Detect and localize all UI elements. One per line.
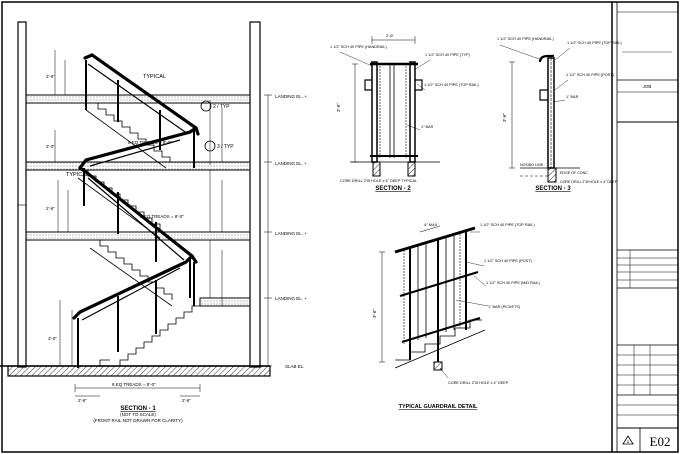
s3-callout-bar: 1" BAR <box>566 95 579 99</box>
stair-run-1 <box>85 102 171 169</box>
gr-base-note: CORE DRILL 2"Ø HOLE x 4" DEEP <box>448 381 509 385</box>
s2-callout-pipe: 1 1/2" SCH 40 PIPE (TYP) <box>425 53 471 57</box>
landing-label-2: LANDING EL. + <box>275 161 307 166</box>
detail-tag-3-label: 3 / TYP <box>217 144 234 150</box>
s2-dim-width: 2'-6" <box>386 33 395 38</box>
s3-dim-height: 3'-6" <box>502 113 507 122</box>
dims-bottom <box>74 384 201 397</box>
landing-4 <box>199 297 251 307</box>
guardrail-title: TYPICAL GUARDRAIL DETAIL <box>399 404 478 410</box>
title-block-text: JOB A E02 <box>627 84 671 449</box>
s3-callout-handrail: 1 1/2" SCH 40 PIPE (HANDRAIL) <box>497 37 554 41</box>
revision-triangle-icon <box>622 435 634 445</box>
s2-callout-bar: 1" BAR <box>421 125 434 129</box>
stair-run-4 <box>99 305 200 366</box>
gr-dim-height: 3'-6" <box>372 309 377 318</box>
slab-label: SLAB EL. <box>285 364 305 369</box>
gr-dim-max: 4" MAX <box>424 222 438 227</box>
landing-label-1: LANDING EL. + <box>275 94 307 99</box>
landing-label-4: LANDING EL. + <box>275 296 307 301</box>
section1-title: SECTION - 1 <box>120 406 156 412</box>
detail-tag-3 <box>204 140 216 152</box>
detail-tag-2 <box>200 100 212 112</box>
section1-scale: (NOT TO SCALE) <box>120 412 156 417</box>
gr-callout-pickets: 1" BAR (PICKETS) <box>488 305 521 309</box>
section1-text: TYPICAL TYPICAL 2 / TYP 3 / TYP 8 EQ TRE… <box>46 74 307 423</box>
guardrail-text: 1 1/2" SCH 40 PIPE (TOP RAIL) 1 1/2" SCH… <box>372 222 541 410</box>
handrail-zigzag <box>72 53 200 320</box>
landing-label-3: LANDING EL. + <box>275 231 307 236</box>
dims-right <box>209 94 272 367</box>
gr-callout-midrail: 1 1/2" SCH 40 PIPE (MID RAIL) <box>486 281 541 285</box>
run-dim-2: 8 EQ TREADS = 8'-0" <box>140 214 184 219</box>
stair-run-3 <box>89 239 173 307</box>
left-wall <box>17 21 27 368</box>
right-column <box>249 21 261 368</box>
section1-note: (FRONT RAIL NOT DRAWN FOR CLARITY) <box>93 418 183 423</box>
job-label: JOB <box>643 84 652 89</box>
s3-callout-toprail: 1 1/2" SCH 40 PIPE (TOP RAIL) <box>567 41 622 45</box>
gr-callout-toprail: 1 1/2" SCH 40 PIPE (TOP RAIL) <box>480 223 535 227</box>
title-block <box>611 2 678 452</box>
section3-title: SECTION - 3 <box>535 186 571 192</box>
landing-3 <box>25 231 251 241</box>
section3-text: 1 1/2" SCH 40 PIPE (HANDRAIL) 1 1/2" SCH… <box>497 37 622 192</box>
s2-base-note: CORE DRILL 2"Ø HOLE x 4" DEEP TYPICAL <box>340 179 417 183</box>
section-2-drawing <box>339 36 440 177</box>
dim-bottom-1: 2'-6" <box>78 398 87 403</box>
section2-text: 1 1/2" SCH 40 PIPE (HANDRAIL) 1 1/2" SCH… <box>330 33 479 192</box>
typ-tag-upper: TYPICAL <box>143 74 166 80</box>
detail-tag-2-label: 2 / TYP <box>213 104 230 110</box>
s3-note-edge: EDGE OF CONC. <box>560 171 589 175</box>
section-3-drawing <box>499 44 580 183</box>
dims-left <box>54 50 73 366</box>
dim-bottom-2: 2'-6" <box>182 398 191 403</box>
dim-left-3: 2'-6" <box>46 206 55 211</box>
dim-left-1: 2'-6" <box>46 74 55 79</box>
s2-callout-toprail: 1 1/2" SCH 40 PIPE (TOP RAIL) <box>424 83 479 87</box>
handrail-inner <box>81 63 189 321</box>
s3-note-core: CORE DRILL 2"Ø HOLE x 4" DEEP <box>560 180 618 184</box>
stair-section-1 <box>0 21 272 397</box>
guardrail-detail-drawing <box>379 225 489 379</box>
floor-slab <box>7 365 271 377</box>
section2-title: SECTION - 2 <box>375 186 411 192</box>
s3-note-nosing: NOSING LINE <box>520 163 544 167</box>
revision-mark: A <box>627 440 630 444</box>
s2-dim-height: 3'-6" <box>336 103 341 112</box>
dim-left-4: 3'-0" <box>48 336 57 341</box>
s2-callout-handrail: 1 1/2" SCH 40 PIPE (HANDRAIL) <box>330 45 387 49</box>
posts <box>77 60 195 368</box>
gr-callout-post: 1 1/2" SCH 40 PIPE (POST) <box>484 259 533 263</box>
run-dim-1: 8 EQ TREADS = 8'-0" <box>128 140 172 145</box>
run-dim-3: 8 EQ TREADS = 8'-0" <box>112 382 156 387</box>
sheet-number: E02 <box>650 434 671 449</box>
landing-2 <box>25 161 251 171</box>
typ-tag-lower: TYPICAL <box>66 172 89 178</box>
s3-callout-post: 1 1/2" SCH 40 PIPE (POST) <box>566 73 615 77</box>
dim-left-2: 3'-0" <box>46 144 55 149</box>
